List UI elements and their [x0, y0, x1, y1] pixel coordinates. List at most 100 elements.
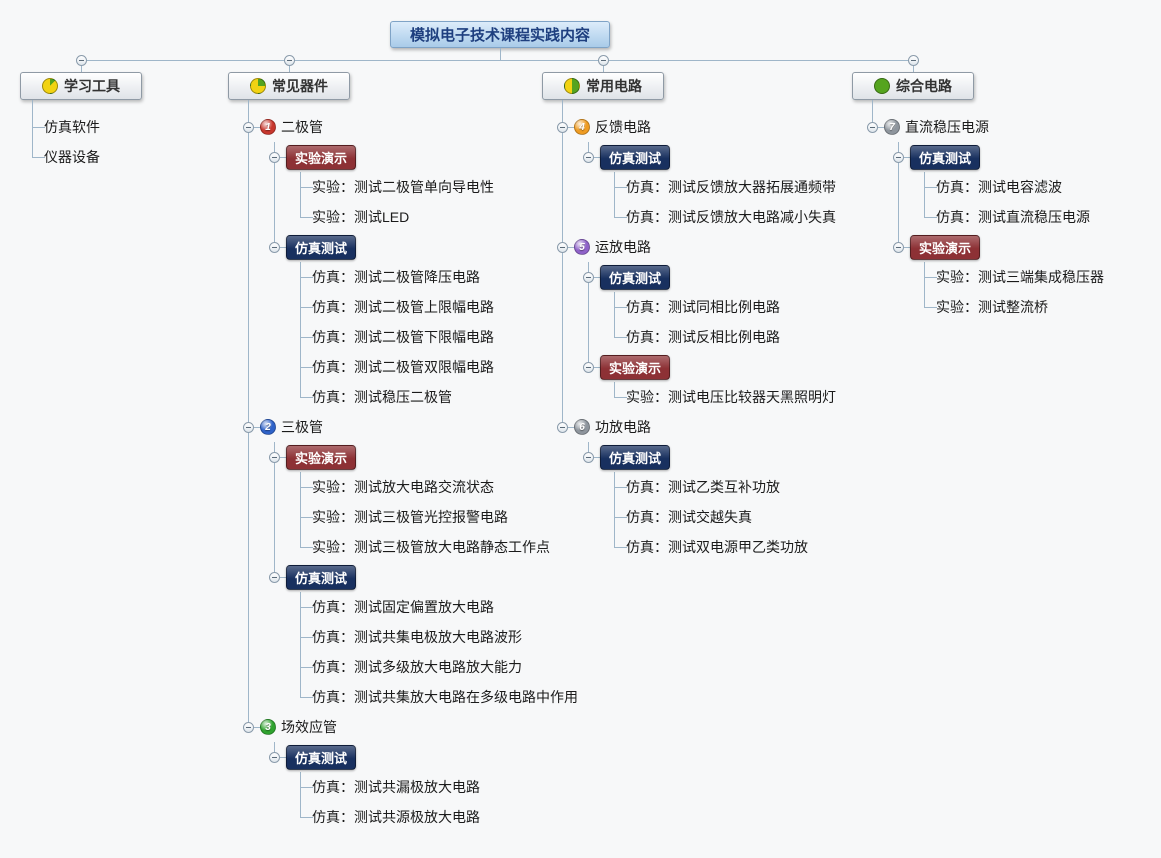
node-label: 仿真：测试二极管下限幅电路: [312, 329, 494, 345]
tree-node: 仿真：测试二极管降压电路: [300, 262, 578, 292]
collapse-icon[interactable]: [556, 241, 568, 253]
mindmap-node[interactable]: 仿真：测试乙类互补功放: [614, 472, 836, 502]
node-label: 仿真：测试固定偏置放大电路: [312, 599, 494, 615]
tree-node: 实验：测试放大电路交流状态: [300, 472, 578, 502]
mindmap-node[interactable]: 仪器设备: [32, 142, 142, 172]
mindmap-node[interactable]: 仿真：测试同相比例电路: [614, 292, 836, 322]
collapse-icon[interactable]: [556, 421, 568, 433]
tree-node: 仿真：测试共集放大电路在多级电路中作用: [300, 682, 578, 712]
mindmap-node[interactable]: 仿真：测试二极管降压电路: [300, 262, 578, 292]
mindmap-node[interactable]: 实验：测试二极管单向导电性: [300, 172, 578, 202]
mindmap-node[interactable]: 2 三极管: [248, 412, 578, 442]
mindmap-node[interactable]: 实验：测试三极管光控报警电路: [300, 502, 578, 532]
branch-label: 常用电路: [586, 78, 642, 94]
children-group: 实验：测试放大电路交流状态实验：测试三极管光控报警电路实验：测试三极管放大电路静…: [300, 472, 578, 562]
mindmap-node[interactable]: 实验：测试放大电路交流状态: [300, 472, 578, 502]
tree-node: 仿真：测试二极管上限幅电路: [300, 292, 578, 322]
collapse-icon[interactable]: [907, 54, 919, 66]
mindmap-node[interactable]: 仿真：测试共漏极放大电路: [300, 772, 578, 802]
mindmap-node[interactable]: 仿真测试: [898, 142, 1104, 172]
mindmap-node[interactable]: 仿真测试: [588, 142, 836, 172]
mindmap-node[interactable]: 仿真：测试电容滤波: [924, 172, 1104, 202]
mindmap-node[interactable]: 仿真：测试反馈放大电路减小失真: [614, 202, 836, 232]
mindmap-node[interactable]: 仿真：测试固定偏置放大电路: [300, 592, 578, 622]
mindmap-node[interactable]: 仿真：测试多级放大电路放大能力: [300, 652, 578, 682]
mindmap-node[interactable]: 仿真：测试二极管上限幅电路: [300, 292, 578, 322]
mindmap-node[interactable]: 仿真：测试二极管双限幅电路: [300, 352, 578, 382]
collapse-icon[interactable]: [268, 451, 280, 463]
mindmap-node[interactable]: 实验：测试LED: [300, 202, 578, 232]
collapse-icon[interactable]: [556, 121, 568, 133]
collapse-icon[interactable]: [75, 54, 87, 66]
mindmap-node[interactable]: 仿真：测试反馈放大器拓展通频带: [614, 172, 836, 202]
mindmap-node[interactable]: 实验：测试电压比较器天黑照明灯: [614, 382, 836, 412]
numbered-marker-icon: 2: [260, 419, 276, 435]
collapse-icon[interactable]: [242, 121, 254, 133]
mindmap-node[interactable]: 实验：测试整流桥: [924, 292, 1104, 322]
collapse-icon[interactable]: [268, 751, 280, 763]
mindmap-node[interactable]: 仿真测试: [274, 562, 578, 592]
node-label: 三极管: [281, 419, 323, 435]
collapse-icon[interactable]: [268, 151, 280, 163]
mindmap-node[interactable]: 仿真：测试交越失真: [614, 502, 836, 532]
connector-line: [81, 60, 82, 72]
category-badge: 仿真测试: [286, 564, 357, 590]
collapse-icon[interactable]: [582, 451, 594, 463]
collapse-icon[interactable]: [283, 54, 295, 66]
category-badge: 实验演示: [600, 354, 671, 380]
branch-node[interactable]: 综合电路: [852, 72, 974, 100]
collapse-icon[interactable]: [597, 54, 609, 66]
node-label: 仿真：测试交越失真: [626, 509, 752, 525]
mindmap-node[interactable]: 仿真：测试二极管下限幅电路: [300, 322, 578, 352]
mindmap-node[interactable]: 实验演示: [274, 442, 578, 472]
collapse-icon[interactable]: [892, 151, 904, 163]
mindmap-node[interactable]: 仿真：测试共源极放大电路: [300, 802, 578, 832]
branch-node[interactable]: 常见器件: [228, 72, 350, 100]
mindmap-node[interactable]: 仿真测试: [274, 742, 578, 772]
root-label: 模拟电子技术课程实践内容: [409, 27, 590, 44]
collapse-icon[interactable]: [242, 721, 254, 733]
collapse-icon[interactable]: [582, 151, 594, 163]
collapse-icon[interactable]: [892, 241, 904, 253]
collapse-icon[interactable]: [242, 421, 254, 433]
tree-node: 仿真：测试反相比例电路: [614, 322, 836, 352]
mindmap-node[interactable]: 仿真：测试直流稳压电源: [924, 202, 1104, 232]
mindmap-node[interactable]: 实验演示: [898, 232, 1104, 262]
tree-node: 仿真测试仿真：测试电容滤波仿真：测试直流稳压电源: [892, 142, 1104, 232]
category-badge: 仿真测试: [600, 144, 671, 170]
collapse-icon[interactable]: [866, 121, 878, 133]
mindmap-node[interactable]: 仿真：测试共集电极放大电路波形: [300, 622, 578, 652]
mindmap-node[interactable]: 实验：测试三端集成稳压器: [924, 262, 1104, 292]
branch-node[interactable]: 常用电路: [542, 72, 664, 100]
collapse-icon[interactable]: [582, 271, 594, 283]
collapse-icon[interactable]: [582, 361, 594, 373]
mindmap-node[interactable]: 实验：测试三极管放大电路静态工作点: [300, 532, 578, 562]
mindmap-node[interactable]: 仿真：测试反相比例电路: [614, 322, 836, 352]
connector-line: [913, 60, 914, 72]
category-badge: 仿真测试: [600, 444, 671, 470]
mindmap-node[interactable]: 实验演示: [274, 142, 578, 172]
mindmap-node[interactable]: 仿真测试: [588, 442, 836, 472]
mindmap-node[interactable]: 仿真测试: [274, 232, 578, 262]
mindmap-node[interactable]: 仿真：测试双电源甲乙类功放: [614, 532, 836, 562]
collapse-icon[interactable]: [268, 241, 280, 253]
mindmap-node[interactable]: 仿真：测试稳压二极管: [300, 382, 578, 412]
children-group: 仿真测试仿真：测试乙类互补功放仿真：测试交越失真仿真：测试双电源甲乙类功放: [582, 442, 836, 562]
collapse-icon[interactable]: [268, 571, 280, 583]
root-node[interactable]: 模拟电子技术课程实践内容: [390, 21, 610, 48]
mindmap-node[interactable]: 实验演示: [588, 352, 836, 382]
tree-node: 仿真测试仿真：测试同相比例电路仿真：测试反相比例电路: [582, 262, 836, 352]
connector-line: [81, 60, 913, 61]
mindmap-node[interactable]: 仿真软件: [32, 112, 142, 142]
mindmap-node[interactable]: 仿真测试: [588, 262, 836, 292]
mindmap-node[interactable]: 仿真：测试共集放大电路在多级电路中作用: [300, 682, 578, 712]
branch-node[interactable]: 学习工具: [20, 72, 142, 100]
